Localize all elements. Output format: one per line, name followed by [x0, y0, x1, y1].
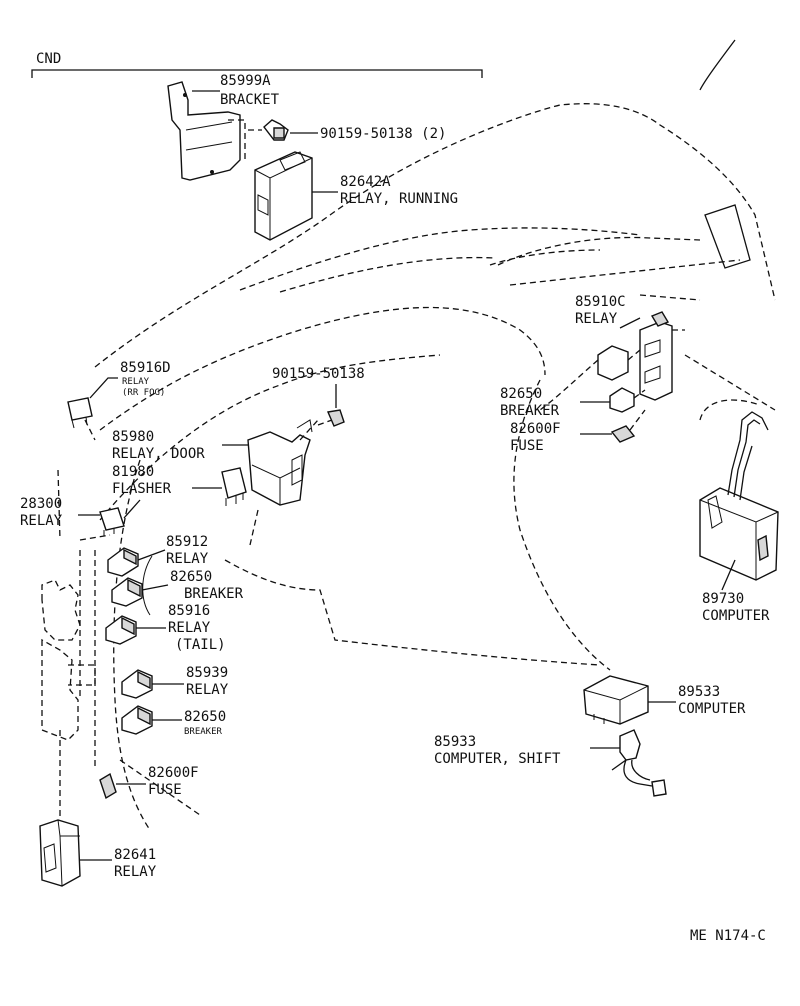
- breaker-82650-b: 82650 BREAKER: [121, 705, 226, 737]
- part-number-85939: 85939: [186, 665, 228, 681]
- part-number-90159-50138-top: 90159-50138 (2): [320, 126, 446, 142]
- computer-89730: 89730 COMPUTER: [699, 411, 779, 624]
- relay-85916d: 85916D RELAY (RR FOG): [67, 360, 171, 441]
- breaker-82650-c: 82650 BREAKER: [500, 386, 646, 419]
- relay-85912: 85912 RELAY: [107, 534, 209, 577]
- part-name-relay-running: RELAY, RUNNING: [340, 191, 458, 207]
- part-number-81980: 81980: [112, 464, 154, 480]
- part-number-85999a: 85999A: [220, 73, 271, 89]
- computer-89533: 89533 COMPUTER: [583, 675, 746, 725]
- part-name-bracket: BRACKET: [220, 92, 280, 108]
- part-number-28300: 28300: [20, 496, 62, 512]
- relay-85916-tail: 85916 RELAY (TAIL): [105, 555, 226, 653]
- part-number-85916d: 85916D: [120, 360, 171, 376]
- clip-90159-50138-mid: 90159-50138: [272, 366, 365, 427]
- part-number-82650-b: 82650: [184, 709, 226, 725]
- part-name-relay-85916: RELAY: [168, 620, 211, 636]
- cnd-group-bracket: CND: [31, 51, 483, 78]
- group-label: CND: [36, 51, 61, 67]
- part-name-breaker-b: BREAKER: [184, 727, 223, 737]
- relay-door-85980: 85980 RELAY, DOOR: [112, 419, 319, 546]
- bracket-85999a: 85999A BRACKET: [167, 73, 280, 181]
- part-name-relay-85939: RELAY: [186, 682, 229, 698]
- diagram-code: ME N174-C: [690, 928, 766, 944]
- fuse-82600f-b: 82600F FUSE: [510, 409, 646, 454]
- part-number-89730: 89730: [702, 591, 744, 607]
- part-name-breaker-a: BREAKER: [184, 586, 244, 602]
- part-name-relay-82641: RELAY: [114, 864, 157, 880]
- part-number-90159-50138-mid: 90159-50138: [272, 366, 365, 382]
- part-number-89533: 89533: [678, 684, 720, 700]
- part-number-85933: 85933: [434, 734, 476, 750]
- part-name-computer-89730: COMPUTER: [702, 608, 770, 624]
- part-sub-85916d: (RR FOG): [122, 388, 165, 398]
- computer-shift-85933: 85933 COMPUTER, SHIFT: [434, 729, 667, 797]
- part-number-82600f-b: 82600F: [510, 421, 561, 437]
- part-name-computer-89533: COMPUTER: [678, 701, 746, 717]
- part-number-82642a: 82642A: [340, 174, 391, 190]
- part-name-computer-shift: COMPUTER, SHIFT: [434, 751, 561, 767]
- part-number-82650-c: 82650: [500, 386, 542, 402]
- relay-85910c: 85910C RELAY: [575, 294, 641, 381]
- part-name-85916d: RELAY: [122, 377, 150, 387]
- relay-85939: 85939 RELAY: [121, 665, 229, 699]
- part-number-85910c: 85910C: [575, 294, 626, 310]
- clip-90159-50138-top: 90159-50138 (2): [248, 119, 446, 142]
- part-number-82650-a: 82650: [170, 569, 212, 585]
- part-sub-85916: (TAIL): [175, 637, 226, 653]
- relay-82641: 82641 RELAY: [39, 819, 157, 887]
- part-name-relay-door: RELAY, DOOR: [112, 446, 205, 462]
- part-name-breaker-c: BREAKER: [500, 403, 560, 419]
- body-outline: [41, 39, 776, 831]
- part-number-82641: 82641: [114, 847, 156, 863]
- part-name-relay-85912: RELAY: [166, 551, 209, 567]
- part-name-fuse-b: FUSE: [510, 438, 544, 454]
- junction-block-right: [639, 311, 685, 401]
- relay-running-82642a: 82642A RELAY, RUNNING: [254, 151, 458, 241]
- part-number-82600f-a: 82600F: [148, 765, 199, 781]
- breaker-82650-a: 82650 BREAKER: [111, 569, 244, 607]
- part-name-relay-28300: RELAY: [20, 513, 63, 529]
- part-name-fuse-a: FUSE: [148, 782, 182, 798]
- relay-28300: 28300 RELAY: [20, 496, 141, 536]
- flasher-81980: 81980 FLASHER: [112, 464, 247, 506]
- fuse-82600f-a: 82600F FUSE: [99, 765, 199, 800]
- part-name-relay-85910c: RELAY: [575, 311, 618, 327]
- part-number-85980: 85980: [112, 429, 154, 445]
- part-name-flasher: FLASHER: [112, 481, 172, 497]
- part-number-85916: 85916: [168, 603, 210, 619]
- part-number-85912: 85912: [166, 534, 208, 550]
